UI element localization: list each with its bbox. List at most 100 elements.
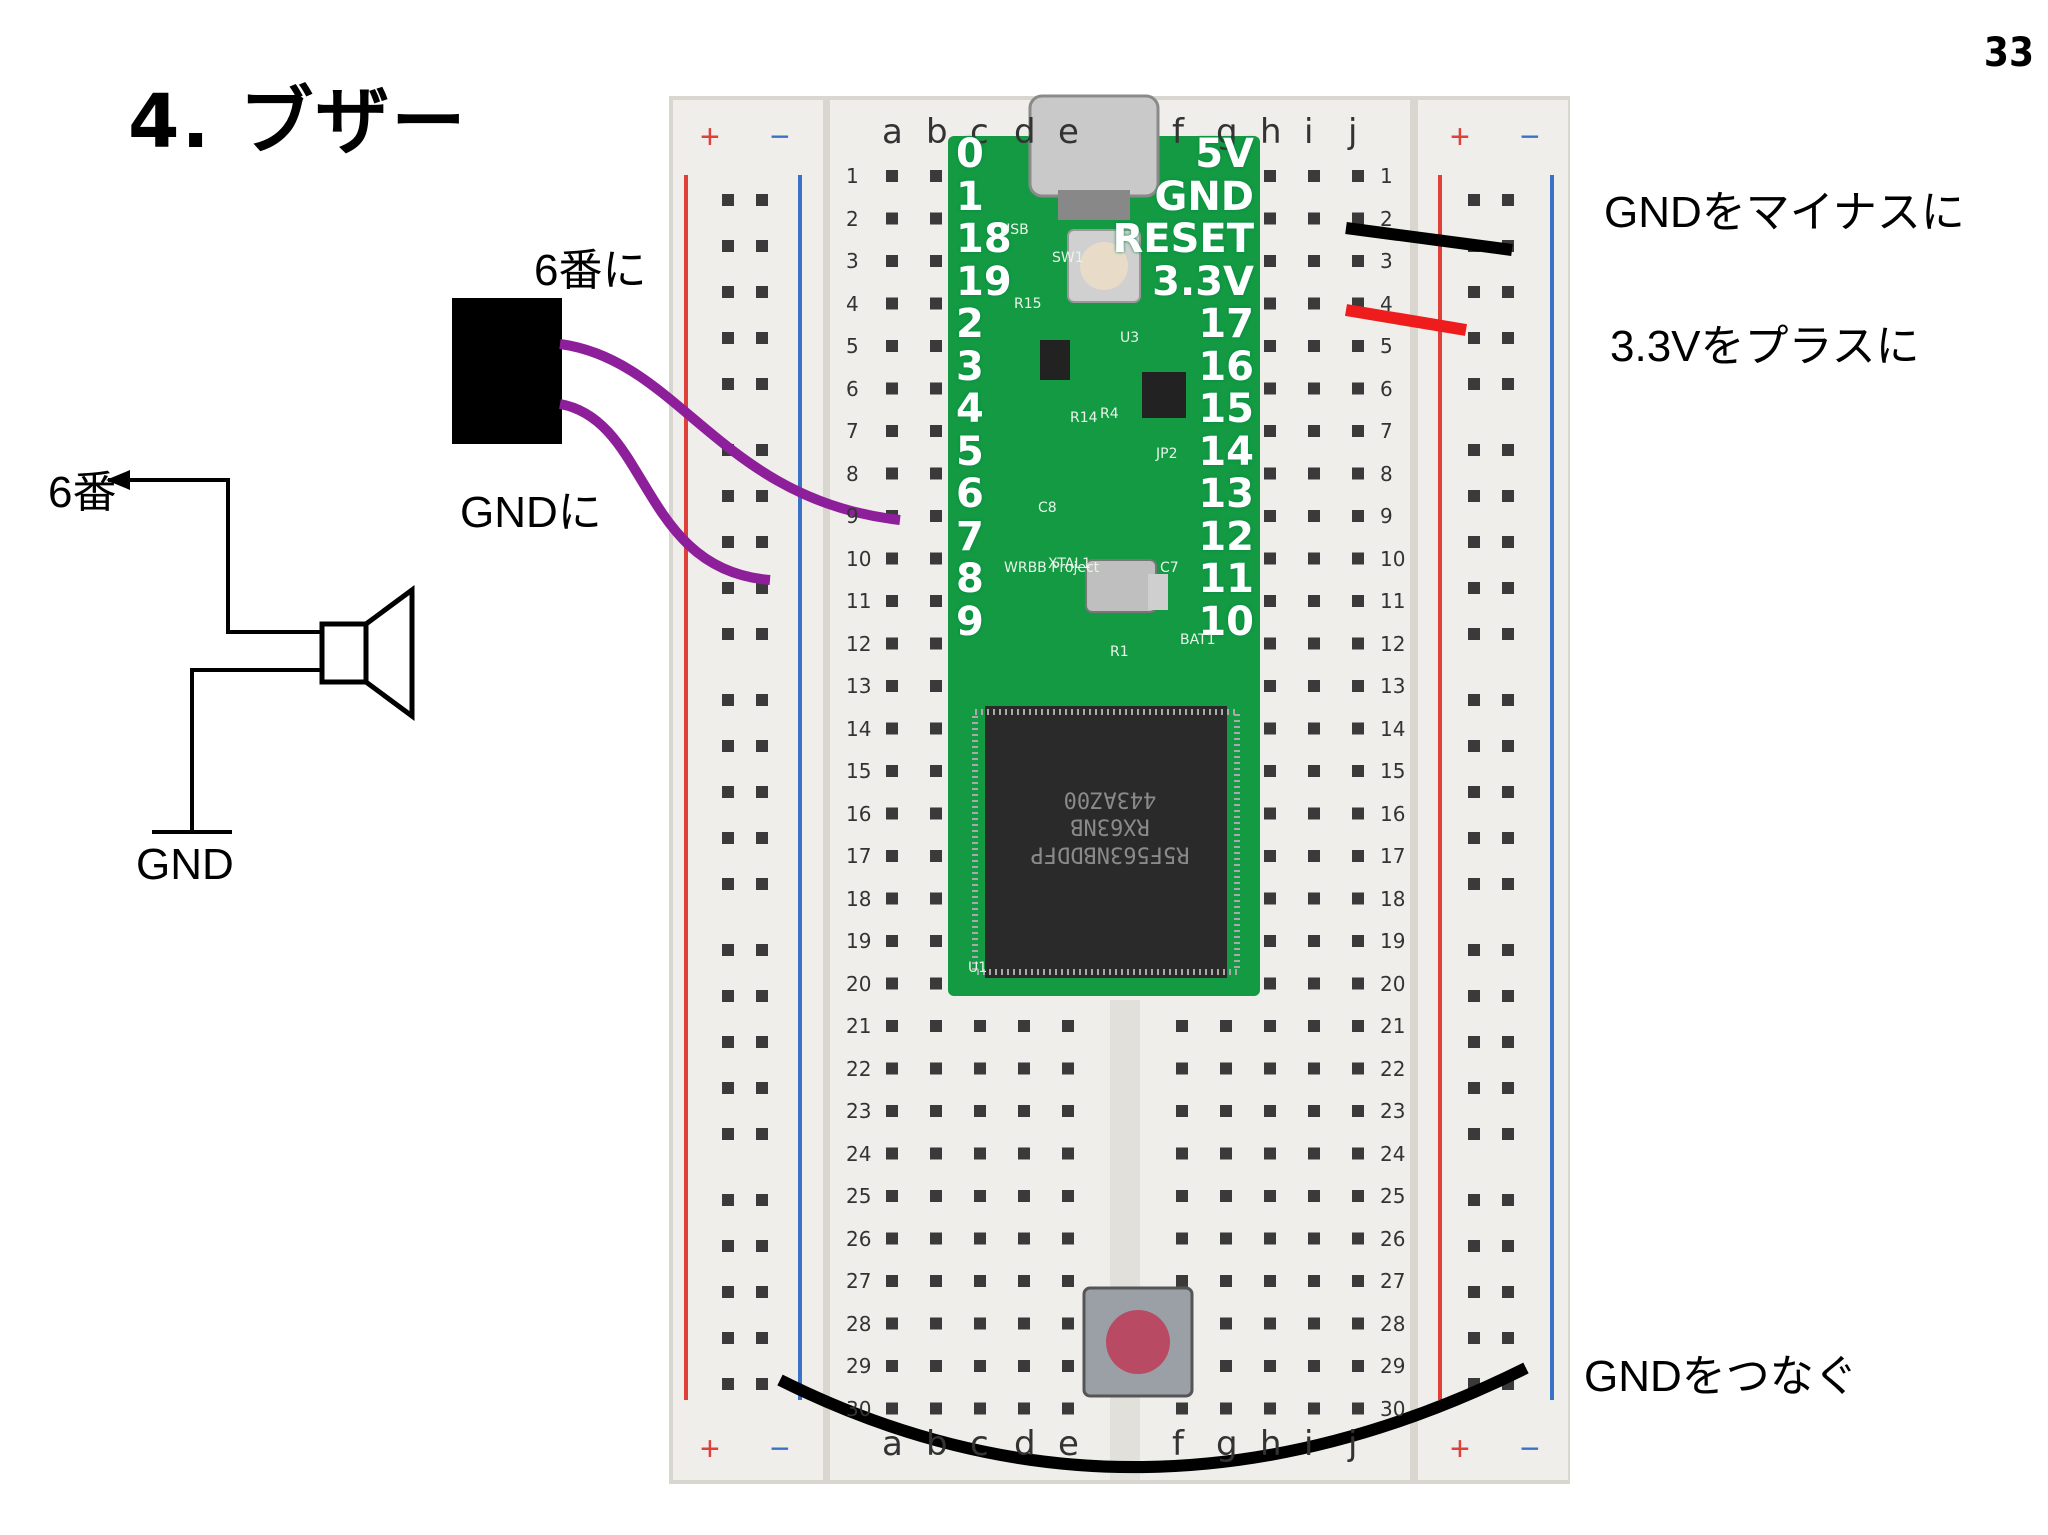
schematic-ground-label: GND (136, 840, 234, 889)
terminal-hole (1308, 1232, 1320, 1245)
terminal-hole (1308, 340, 1320, 352)
rail-minus-bottom-left: − (770, 1430, 790, 1468)
pcb-pin-label: 3 (956, 343, 984, 390)
rail-hole (722, 378, 734, 390)
terminal-hole (1264, 595, 1276, 607)
terminal-hole (886, 935, 898, 947)
rail-hole (756, 694, 768, 706)
rail-hole (722, 1036, 734, 1048)
terminal-hole (1308, 765, 1320, 777)
rail-hole (1502, 694, 1514, 706)
rail-hole (1468, 1036, 1480, 1048)
row-number: 24 (846, 1141, 872, 1166)
rail-hole (756, 490, 768, 502)
row-number: 20 (846, 971, 872, 996)
rail-hole (722, 832, 734, 844)
rail-hole (756, 582, 768, 594)
terminal-hole (930, 1190, 942, 1202)
row-number: 26 (1380, 1226, 1406, 1251)
rail-hole (756, 194, 768, 206)
rail-hole (722, 582, 734, 594)
terminal-hole (886, 425, 898, 437)
terminal-hole (1264, 467, 1276, 480)
terminal-hole (930, 1232, 942, 1245)
terminal-hole (930, 255, 942, 267)
terminal-hole (1062, 1232, 1074, 1245)
terminal-hole (1352, 382, 1364, 395)
terminal-hole (1264, 1020, 1276, 1032)
rail-hole (756, 1194, 768, 1206)
silk-label: JP2 (1156, 446, 1178, 462)
terminal-hole (1352, 595, 1364, 607)
terminal-hole (1264, 382, 1276, 395)
black-wire-bottom-gnd (777, 1362, 1529, 1474)
pcb-pin-label: 7 (956, 513, 984, 560)
terminal-hole (930, 935, 942, 947)
terminal-hole (1352, 850, 1364, 862)
terminal-hole (1176, 1020, 1188, 1032)
terminal-hole (930, 552, 942, 565)
row-number: 27 (1380, 1269, 1406, 1293)
pcb-pin-label: RESET (1112, 216, 1254, 262)
buzzer-pin6-note: 6番に (534, 246, 647, 295)
row-number: 15 (846, 759, 872, 783)
terminal-hole (1352, 977, 1364, 990)
terminal-hole (1176, 1232, 1188, 1245)
terminal-hole (1176, 1062, 1188, 1075)
terminal-hole (1176, 1147, 1188, 1160)
terminal-hole (1352, 935, 1364, 947)
rail-hole (756, 786, 768, 798)
terminal-hole (1352, 255, 1364, 267)
terminal-hole (886, 1402, 898, 1415)
rail-hole (756, 240, 768, 252)
buzzer-body (452, 298, 562, 444)
terminal-hole (930, 637, 942, 650)
row-number: 17 (846, 844, 872, 868)
terminal-hole (1264, 977, 1276, 990)
terminal-hole (1264, 255, 1276, 267)
rail-hole (1502, 1128, 1514, 1140)
terminal-hole (1018, 1317, 1030, 1330)
terminal-hole (930, 722, 942, 735)
mcu-chip-marking: R5F563NBDDFP RX63NB 443AZ00 (1030, 785, 1190, 868)
pcb-pin-label: 14 (1198, 428, 1254, 475)
terminal-hole (1220, 1275, 1232, 1287)
pcb-pin-label: 15 (1198, 386, 1254, 432)
rail-hole (722, 1286, 734, 1298)
row-number: 7 (1380, 419, 1393, 443)
rail-hole (1468, 1286, 1480, 1298)
row-number: 21 (846, 1014, 872, 1038)
terminal-hole (1264, 637, 1276, 650)
column-letter: g (1216, 1424, 1238, 1464)
column-letter: c (970, 112, 989, 152)
rail-hole (1468, 1240, 1480, 1252)
pcb-pin-label: 4 (956, 386, 984, 432)
row-number: 29 (846, 1354, 872, 1378)
regulator-ic (1142, 372, 1186, 418)
terminal-hole (1308, 807, 1320, 820)
row-number: 26 (846, 1226, 872, 1251)
row-number: 30 (846, 1396, 872, 1421)
rail-hole (756, 944, 768, 956)
column-letter: g (1216, 112, 1238, 152)
tactile-button-cap (1106, 1310, 1170, 1374)
row-number: 8 (846, 461, 859, 486)
row-number: 14 (846, 716, 872, 741)
terminal-hole (1352, 1147, 1364, 1160)
terminal-hole (886, 892, 898, 905)
terminal-hole (1308, 637, 1320, 650)
row-number: 4 (846, 291, 859, 316)
terminal-hole (1264, 1147, 1276, 1160)
terminal-hole (1308, 1360, 1320, 1372)
row-number: 10 (846, 546, 872, 571)
rail-hole (1502, 332, 1514, 344)
terminal-hole (930, 212, 942, 225)
terminal-hole (886, 637, 898, 650)
terminal-hole (1308, 1402, 1320, 1415)
connect-gnd-note: GNDをつなぐ (1584, 1352, 1858, 1401)
rail-minus-top-left: − (770, 118, 790, 156)
schematic-wire-gnd (190, 668, 322, 832)
rail-hole (756, 1036, 768, 1048)
column-letter: f (1172, 112, 1184, 152)
terminal-hole (886, 1147, 898, 1160)
